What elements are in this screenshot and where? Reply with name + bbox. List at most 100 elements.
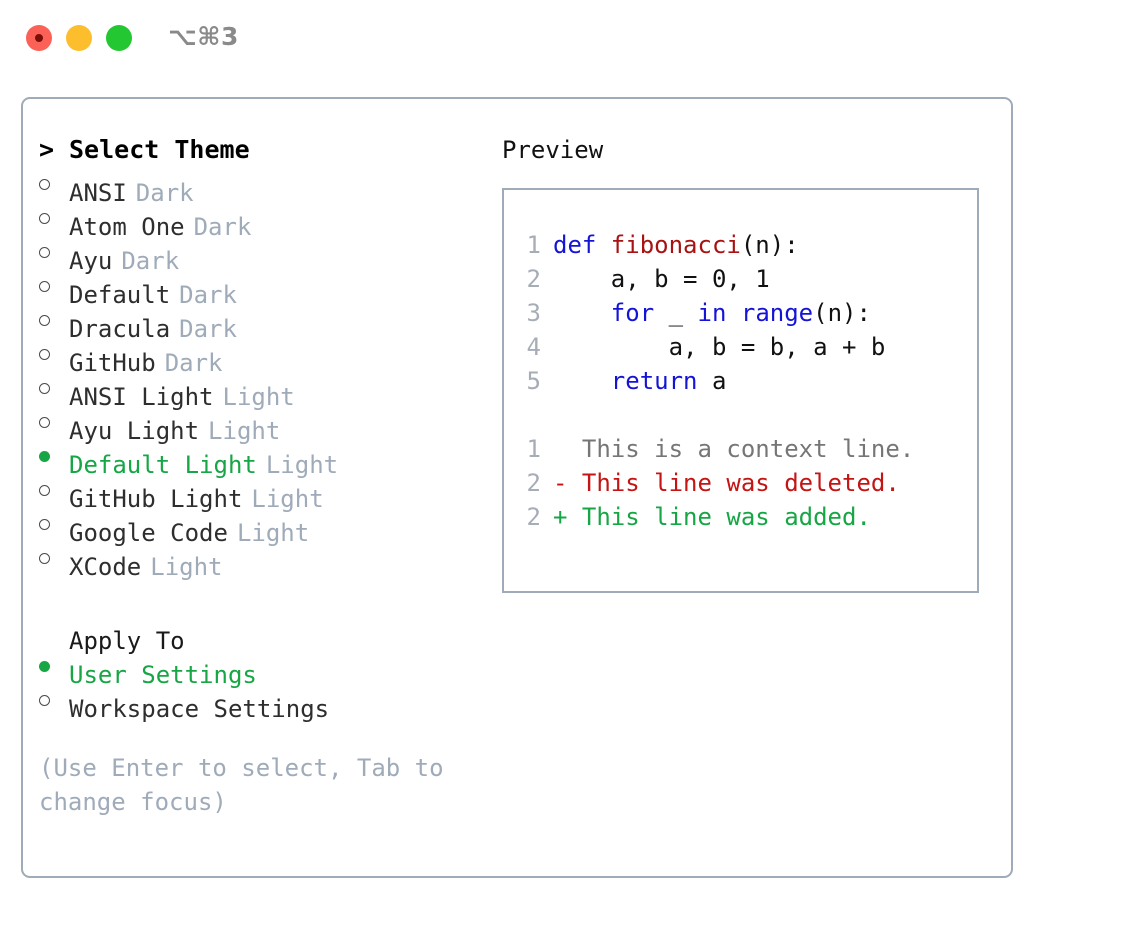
theme-name: XCode: [69, 553, 142, 581]
code-line-text: a, b = b, a + b: [553, 330, 886, 364]
apply-to-name: User Settings: [69, 661, 257, 689]
theme-name: Atom One: [69, 213, 185, 241]
diff-line-context: 1 This is a context line.: [517, 432, 971, 466]
radio-unselected-icon: [39, 269, 69, 303]
code-token: [726, 299, 740, 327]
diff-line-text: This line was added.: [581, 503, 871, 531]
code-token: a: [697, 367, 727, 395]
radio-unselected-icon: [39, 371, 69, 405]
theme-variant-tag: Dark: [135, 179, 194, 207]
keyboard-shortcut-label: ⌥⌘3: [168, 22, 239, 51]
code-token: def: [553, 231, 611, 259]
apply-to-header: Apply To: [39, 615, 491, 655]
code-token: (n):: [813, 299, 871, 327]
code-line: 1 def fibonacci(n):: [517, 228, 971, 262]
theme-list-pane: > Select Theme ANSI Dark Atom One Dark A…: [39, 133, 491, 819]
radio-unselected-icon: [39, 201, 69, 235]
code-token: in: [697, 299, 727, 327]
code-token: a, b = 0, 1: [553, 265, 770, 293]
code-token: return: [610, 367, 698, 395]
title-bar: ⌥⌘3: [0, 0, 1140, 76]
radio-unselected-icon: [39, 473, 69, 507]
theme-option-github-light[interactable]: GitHub Light Light: [39, 473, 491, 513]
diff-line-text: This is a context line.: [581, 435, 915, 463]
theme-variant-tag: Light: [265, 451, 339, 479]
radio-unselected-icon: [39, 405, 69, 439]
apply-to-option-workspace-settings[interactable]: Workspace Settings: [39, 683, 491, 723]
line-number: 5: [526, 367, 541, 395]
code-line-text: return a: [553, 364, 727, 398]
theme-selector-dialog: > Select Theme ANSI Dark Atom One Dark A…: [21, 97, 1013, 878]
code-line-text: a, b = 0, 1: [553, 262, 770, 296]
theme-name: Ayu Light: [69, 417, 200, 445]
theme-variant-tag: Dark: [179, 281, 237, 309]
theme-variant-tag: Light: [251, 485, 324, 513]
diff-line-added: 2 + This line was added.: [517, 500, 971, 534]
theme-option-ansi-light[interactable]: ANSI Light Light: [39, 371, 491, 411]
code-sample: 1 def fibonacci(n): 2 a, b = 0, 1 3 for …: [517, 228, 971, 534]
code-line-text: for _ in range(n):: [553, 296, 871, 330]
theme-option-github-dark[interactable]: GitHub Dark: [39, 337, 491, 377]
theme-variant-tag: Light: [222, 383, 295, 411]
select-theme-header: > Select Theme: [39, 133, 491, 167]
line-number: 4: [526, 333, 541, 361]
theme-option-ansi-dark[interactable]: ANSI Dark: [39, 167, 491, 207]
line-number: 3: [526, 299, 541, 327]
line-number: 1: [526, 435, 541, 463]
code-token: for: [610, 299, 655, 327]
theme-name: Ayu: [69, 247, 113, 275]
radio-unselected-icon: [39, 507, 69, 541]
theme-option-google-code[interactable]: Google Code Light: [39, 507, 491, 547]
code-token: range: [740, 299, 814, 327]
radio-selected-icon: [39, 439, 69, 473]
code-token: fibonacci: [610, 231, 741, 259]
diff-sign: +: [553, 503, 582, 531]
theme-name: Default: [69, 281, 171, 309]
theme-option-ayu-dark[interactable]: Ayu Dark: [39, 235, 491, 275]
radio-unselected-icon: [39, 235, 69, 269]
line-number: 2: [526, 503, 541, 531]
theme-option-xcode[interactable]: XCode Light: [39, 541, 491, 581]
theme-variant-tag: Dark: [121, 247, 180, 275]
radio-unselected-icon: [39, 683, 69, 717]
theme-option-ayu-light[interactable]: Ayu Light Light: [39, 405, 491, 445]
apply-to-option-user-settings[interactable]: User Settings: [39, 649, 491, 689]
code-token: a, b = b, a + b: [553, 333, 886, 361]
close-window-button[interactable]: [26, 25, 52, 51]
code-line: 2 a, b = 0, 1: [517, 262, 971, 296]
code-token: (n):: [740, 231, 799, 259]
line-number: 1: [526, 231, 541, 259]
theme-option-default-light[interactable]: Default Light Light: [39, 439, 491, 479]
theme-name: Default Light: [69, 451, 257, 479]
line-number: 2: [526, 469, 541, 497]
preview-box: 1 def fibonacci(n): 2 a, b = 0, 1 3 for …: [502, 188, 979, 593]
radio-unselected-icon: [39, 337, 69, 371]
code-line-text: def fibonacci(n):: [553, 228, 799, 262]
radio-unselected-icon: [39, 541, 69, 575]
radio-unselected-icon: [39, 303, 69, 337]
theme-option-dracula-dark[interactable]: Dracula Dark: [39, 303, 491, 343]
diff-sign: [553, 432, 582, 466]
theme-name: GitHub Light: [69, 485, 243, 513]
diff-line-deleted: 2 - This line was deleted.: [517, 466, 971, 500]
radio-selected-icon: [39, 649, 69, 683]
theme-name: Google Code: [69, 519, 228, 547]
minimize-window-button[interactable]: [66, 25, 92, 51]
theme-variant-tag: Light: [150, 553, 223, 581]
theme-option-default-dark[interactable]: Default Dark: [39, 269, 491, 309]
apply-to-name: Workspace Settings: [69, 695, 330, 723]
code-line: 4 a, b = b, a + b: [517, 330, 971, 364]
maximize-window-button[interactable]: [106, 25, 132, 51]
theme-option-atom-one-dark[interactable]: Atom One Dark: [39, 201, 491, 241]
code-token: [553, 367, 611, 395]
code-blank-line: [517, 398, 971, 432]
code-line: 3 for _ in range(n):: [517, 296, 971, 330]
prompt-caret-icon: >: [39, 135, 55, 164]
code-token: [553, 299, 611, 327]
diff-line-text: This line was deleted.: [581, 469, 900, 497]
theme-variant-tag: Dark: [164, 349, 223, 377]
theme-variant-tag: Dark: [179, 315, 237, 343]
diff-sign: -: [553, 469, 582, 497]
code-token: _: [654, 299, 698, 327]
